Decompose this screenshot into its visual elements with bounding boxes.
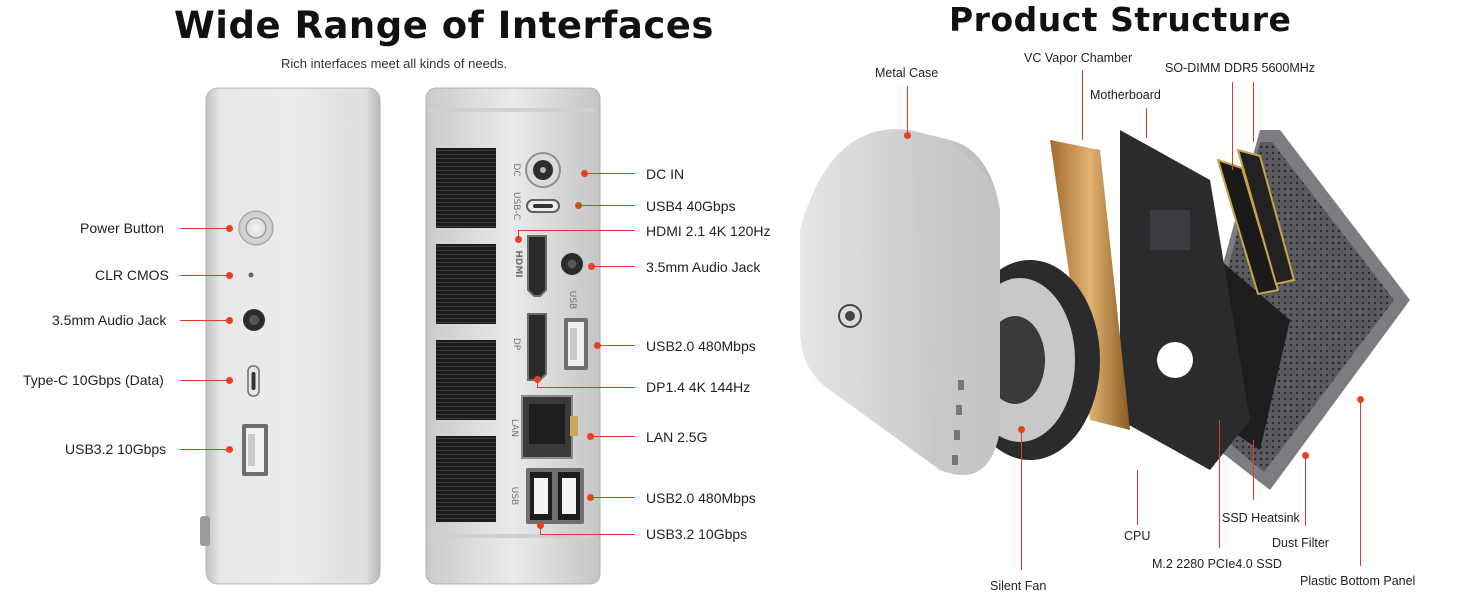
marker-usb20-a: [594, 342, 601, 349]
label-usb20-b: USB2.0 480Mbps: [646, 490, 756, 506]
silk-dc: DC: [511, 163, 521, 176]
leader-power-button: [180, 228, 230, 229]
vapor-chamber-shape: [1050, 140, 1130, 430]
leader-lan: [591, 436, 635, 437]
marker-silent-fan: [1018, 426, 1025, 433]
label-side-audio: 3.5mm Audio Jack: [52, 312, 167, 328]
silk-dp: DP: [511, 338, 521, 351]
leader-rear-usb32-v: [540, 526, 541, 534]
marker-power-button: [226, 225, 233, 232]
label-plastic-panel: Plastic Bottom Panel: [1300, 574, 1416, 588]
leader-usb20-a: [598, 345, 635, 346]
structure-title: Product Structure: [949, 0, 1292, 39]
label-rear-audio: 3.5mm Audio Jack: [646, 259, 761, 275]
ram-stick-2: [1236, 148, 1296, 286]
leader-silent-fan: [1021, 430, 1022, 570]
label-dc-in: DC IN: [646, 166, 685, 182]
label-clr-cmos: CLR CMOS: [95, 267, 169, 283]
leader-dust-filter: [1305, 456, 1306, 526]
marker-plastic-panel: [1357, 396, 1364, 403]
silk-hdmi: HDMI: [513, 250, 523, 277]
power-button-icon: [238, 210, 274, 246]
leader-usb20-b: [591, 497, 635, 498]
leader-vapor-chamber: [1082, 70, 1083, 140]
marker-dc-in: [581, 170, 588, 177]
label-dust-filter: Dust Filter: [1272, 536, 1329, 550]
marker-usb20-b: [587, 494, 594, 501]
leader-dp-h: [537, 387, 635, 388]
leader-rear-audio: [592, 266, 635, 267]
label-rear-usb32: USB3.2 10Gbps: [646, 526, 748, 542]
interfaces-title: Wide Range of Interfaces: [174, 4, 714, 47]
leader-metal-case: [907, 86, 908, 134]
label-side-usb32: USB3.2 10Gbps: [65, 441, 167, 457]
marker-type-c: [226, 377, 233, 384]
silk-lan: LAN: [509, 419, 519, 437]
leader-sodimm-1: [1232, 82, 1233, 170]
leader-sodimm-2: [1253, 82, 1254, 142]
vent-grille-2: [436, 244, 496, 324]
vent-grille-1: [436, 148, 496, 228]
leader-side-audio: [180, 320, 230, 321]
leader-hdmi-v: [518, 230, 519, 240]
leader-usb4: [579, 205, 635, 206]
label-vapor-chamber: VC Vapor Chamber: [1024, 51, 1133, 65]
label-usb4: USB4 40Gbps: [646, 198, 736, 214]
label-motherboard: Motherboard: [1090, 88, 1161, 102]
marker-dust-filter: [1302, 452, 1309, 459]
silk-usb-b: USB: [509, 487, 519, 505]
marker-rear-usb32: [537, 522, 544, 529]
label-silent-fan: Silent Fan: [990, 579, 1047, 593]
marker-clr-cmos: [226, 272, 233, 279]
exploded-view: [800, 129, 1410, 490]
leader-hdmi-h: [518, 230, 635, 231]
leader-dp-v: [537, 380, 538, 387]
leader-motherboard: [1146, 108, 1147, 138]
hdmi-port: [527, 235, 547, 297]
label-sodimm: SO-DIMM DDR5 5600MHz: [1165, 61, 1316, 75]
leader-ssd: [1219, 420, 1220, 548]
leader-ssd-heatsink: [1253, 440, 1254, 500]
dp-port: [527, 313, 547, 381]
case-logo-icon: [838, 304, 862, 328]
marker-lan: [587, 433, 594, 440]
marker-usb4: [575, 202, 582, 209]
label-cpu: CPU: [1124, 529, 1151, 543]
leader-cpu: [1137, 470, 1138, 525]
clr-cmos-hole: [248, 272, 254, 278]
marker-side-audio: [226, 317, 233, 324]
device-side-view: [200, 87, 381, 585]
vent-grille-3: [436, 340, 496, 420]
label-ssd: M.2 2280 PCIe4.0 SSD: [1152, 557, 1282, 571]
label-lan: LAN 2.5G: [646, 429, 708, 445]
marker-dp: [534, 376, 541, 383]
leader-clr-cmos: [180, 275, 230, 276]
label-dp: DP1.4 4K 144Hz: [646, 379, 751, 395]
label-ssd-heatsink: SSD Heatsink: [1222, 511, 1300, 525]
leader-rear-usb32-h: [540, 534, 635, 535]
label-power-button: Power Button: [80, 220, 165, 236]
marker-rear-audio: [588, 263, 595, 270]
ram-stick-1: [1216, 158, 1280, 296]
silk-usb-a: USB: [567, 291, 577, 309]
device-rear-view: DC USB-C HDMI DP LAN USB USB: [425, 87, 601, 585]
interfaces-subtitle: Rich interfaces meet all kinds of needs.: [281, 56, 508, 71]
vent-grille-4: [436, 436, 496, 522]
marker-metal-case: [904, 132, 911, 139]
silk-usbc: USB-C: [511, 192, 521, 220]
marker-side-usb32: [226, 446, 233, 453]
label-type-c: Type-C 10Gbps (Data): [23, 372, 164, 388]
leader-side-usb32: [180, 449, 230, 450]
leader-dc-in: [585, 173, 635, 174]
leader-type-c: [180, 380, 230, 381]
leader-plastic-panel: [1360, 400, 1361, 566]
label-usb20-a: USB2.0 480Mbps: [646, 338, 756, 354]
label-hdmi: HDMI 2.1 4K 120Hz: [646, 223, 771, 239]
label-metal-case: Metal Case: [875, 66, 939, 80]
